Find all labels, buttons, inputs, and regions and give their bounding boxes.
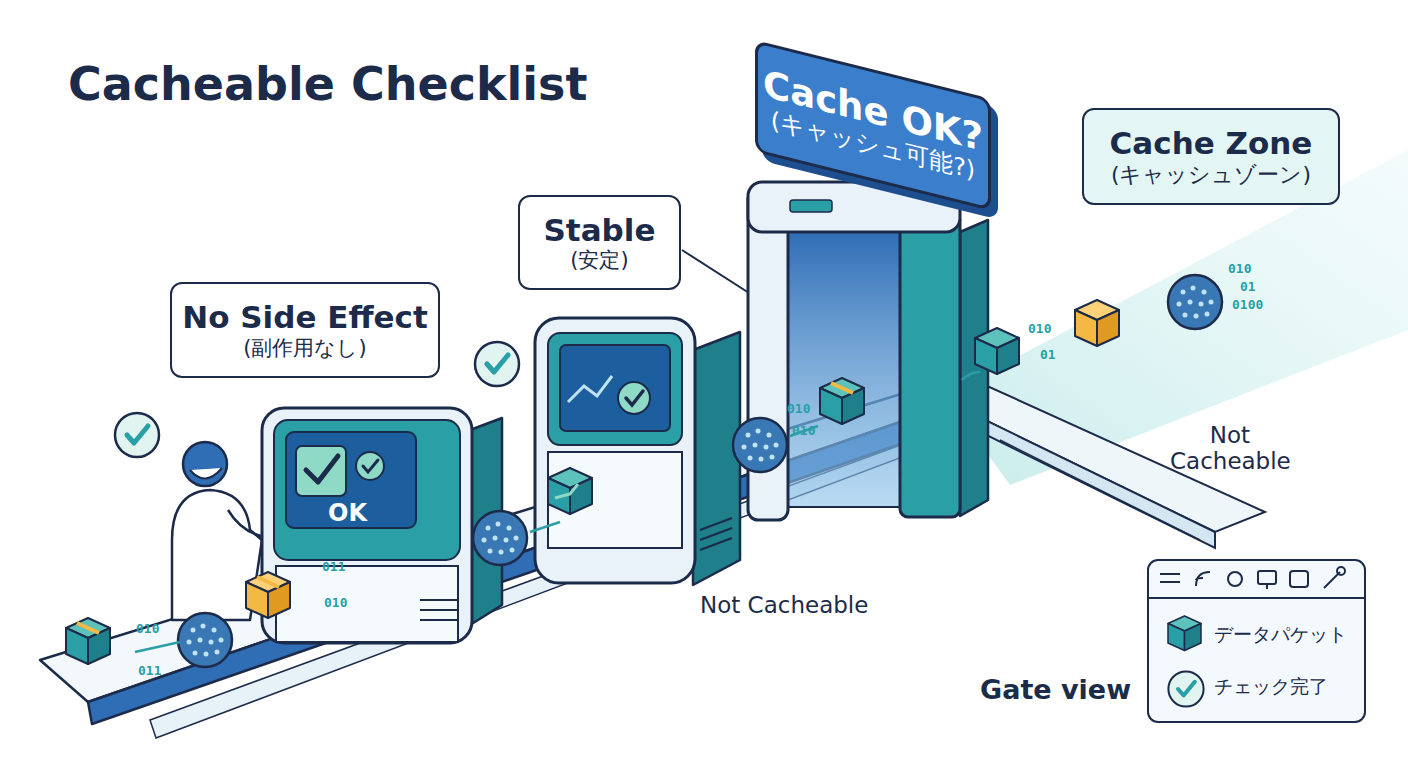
node-subtitle: (副作用なし) [243,336,366,360]
node-subtitle: (安定) [570,248,628,272]
binary-stream: 010 [324,596,347,611]
checkpoint-sign: Stable(安定) [518,195,681,290]
status-label: Not Cacheable [700,592,868,618]
binary-stream: 011 [138,664,161,679]
node-subtitle: (キャッシュゾーン) [1111,162,1311,187]
binary-stream: 01 [1040,348,1056,363]
binary-stream: 010 [792,424,815,439]
screen-text: OK [328,500,367,528]
binary-stream: 0100 [1232,298,1263,313]
binary-stream: 011 [322,560,345,575]
node-heading: Cache Zone [1110,126,1313,162]
binary-stream: 010 [787,402,810,417]
checkpoint-sign: No Side Effect(副作用なし) [170,282,440,378]
status-label: Not Cacheable [1170,422,1290,475]
binary-stream: 010 [136,622,159,637]
node-heading: No Side Effect [182,300,428,336]
panel-label: Gate view [980,674,1131,705]
node-heading: Stable [544,213,656,249]
binary-stream: 01 [1240,280,1256,295]
binary-stream: 010 [1228,262,1251,277]
legend-text: チェック完了 [1214,676,1328,698]
binary-stream: 010 [1028,322,1051,337]
diagram-title: Cacheable Checklist [68,58,587,111]
zone-sign: Cache Zone(キャッシュゾーン) [1082,108,1340,205]
legend-text: データパケット [1214,624,1347,646]
